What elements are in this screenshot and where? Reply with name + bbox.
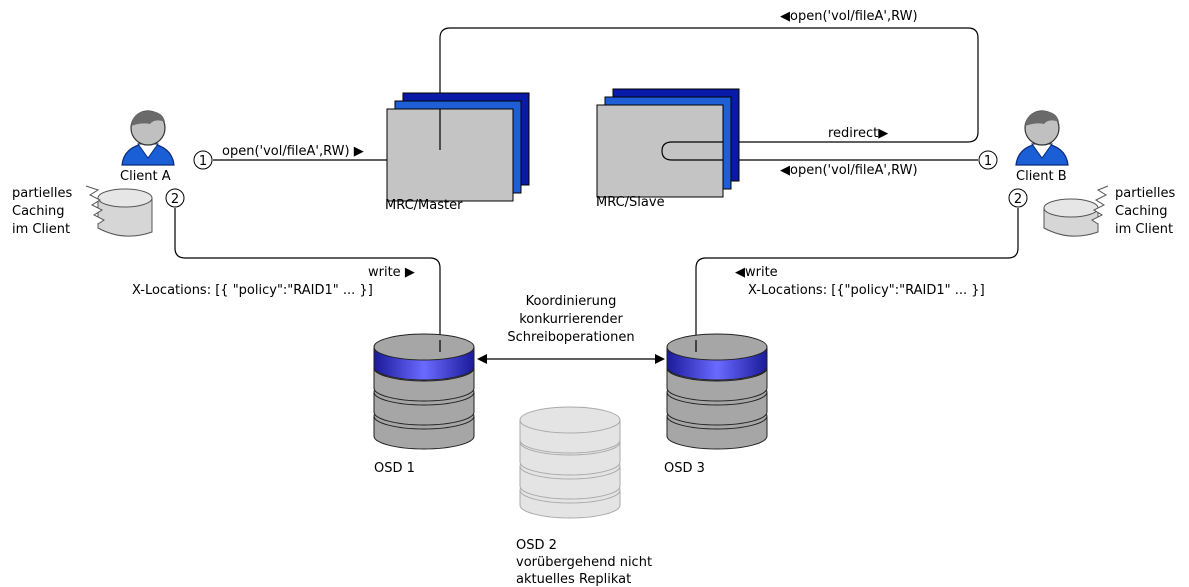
cache-b-line-1: partielles (1115, 186, 1175, 201)
client-a-label: Client A (120, 169, 171, 184)
disk-stack-icon (519, 406, 621, 519)
line-write-a (174, 208, 441, 352)
client-b-cache: partielles Caching im Client (1043, 185, 1175, 237)
message-write-b: ◀write (735, 265, 778, 280)
mrc-slave: MRC/Slave (596, 88, 740, 210)
step-2-b-number: 2 (1014, 192, 1022, 207)
coordination-line-1: Koordinierung (526, 294, 617, 309)
osd-2-label-2: vorübergehend nicht (516, 555, 652, 570)
message-xloc-a: X-Locations: [{ "policy":"RAID1" ... }] (132, 283, 373, 298)
step-1-b-number: 1 (984, 154, 992, 169)
message-xloc-b: X-Locations: [{"policy":"RAID1" ... }] (748, 283, 985, 298)
osd-2-label-3: aktuelles Replikat (516, 572, 631, 587)
message-write-a: write ▶ (368, 265, 415, 280)
cache-b-line-3: im Client (1115, 222, 1173, 237)
coordination-line-2: konkurrierender (519, 312, 623, 327)
message-open-a: open('vol/fileA',RW) ▶ (222, 144, 364, 159)
message-open-b: ◀open('vol/fileA',RW) (780, 163, 918, 178)
step-1-b: 1 (978, 150, 998, 170)
cache-a-line-1: partielles (12, 186, 72, 201)
cache-a-line-3: im Client (12, 222, 70, 237)
mrc-slave-front (596, 104, 724, 198)
osd-3: OSD 3 (664, 333, 768, 476)
mrc-slave-label: MRC/Slave (596, 195, 665, 210)
cache-a-line-2: Caching (12, 204, 65, 219)
coordination-line-3: Schreiboperationen (507, 330, 634, 345)
step-2-b: 2 (1008, 188, 1028, 208)
osd-1-label: OSD 1 (374, 461, 415, 476)
cache-icon (85, 185, 153, 237)
mrc-master-front (386, 108, 514, 202)
user-icon (121, 110, 175, 166)
osd-1: OSD 1 (373, 333, 475, 476)
message-open-top: ◀open('vol/fileA',RW) (780, 9, 918, 24)
mrc-master: MRC/Master (385, 92, 530, 213)
step-1-a: 1 (193, 150, 213, 170)
message-redirect: redirect▶ (828, 126, 888, 141)
step-1-a-number: 1 (199, 154, 207, 169)
cache-icon (1043, 185, 1109, 237)
user-icon (1015, 110, 1069, 166)
client-b-label: Client B (1016, 169, 1067, 184)
osd-3-label: OSD 3 (664, 461, 705, 476)
line-write-b (695, 208, 1019, 352)
mrc-master-label: MRC/Master (385, 198, 463, 213)
disk-stack-icon (666, 333, 768, 450)
step-2-a: 2 (165, 188, 185, 208)
coordination-arrow (477, 354, 665, 364)
client-a: Client A (120, 110, 175, 184)
osd-2: OSD 2 vorübergehend nicht aktuelles Repl… (516, 406, 652, 587)
disk-stack-icon (373, 333, 475, 450)
client-a-cache: partielles Caching im Client (12, 185, 153, 237)
step-2-a-number: 2 (171, 192, 179, 207)
osd-2-label-1: OSD 2 (516, 538, 557, 553)
cache-b-line-2: Caching (1115, 204, 1168, 219)
line-slave-segment (661, 141, 723, 161)
client-b: Client B (1015, 110, 1069, 184)
